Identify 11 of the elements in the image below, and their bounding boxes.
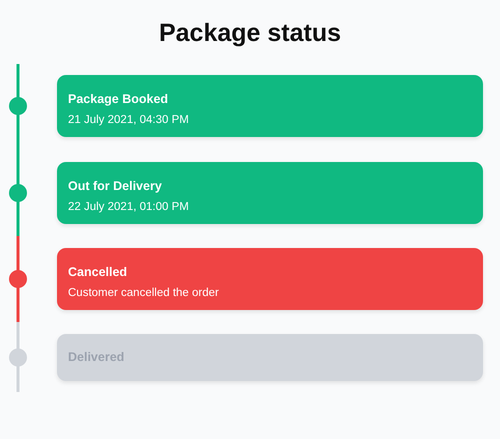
status-title: Cancelled bbox=[68, 264, 128, 280]
page-title: Package status bbox=[158, 18, 342, 48]
status-title: Out for Delivery bbox=[68, 178, 162, 194]
status-title: Package Booked bbox=[68, 90, 168, 108]
status-card bbox=[57, 75, 483, 137]
status-detail: Customer cancelled the order bbox=[68, 286, 219, 300]
status-card bbox=[57, 248, 483, 310]
status-detail: 22 July 2021, 01:00 PM bbox=[68, 200, 189, 214]
status-card bbox=[57, 162, 483, 224]
status-detail: 21 July 2021, 04:30 PM bbox=[68, 112, 189, 128]
status-card bbox=[57, 334, 483, 381]
